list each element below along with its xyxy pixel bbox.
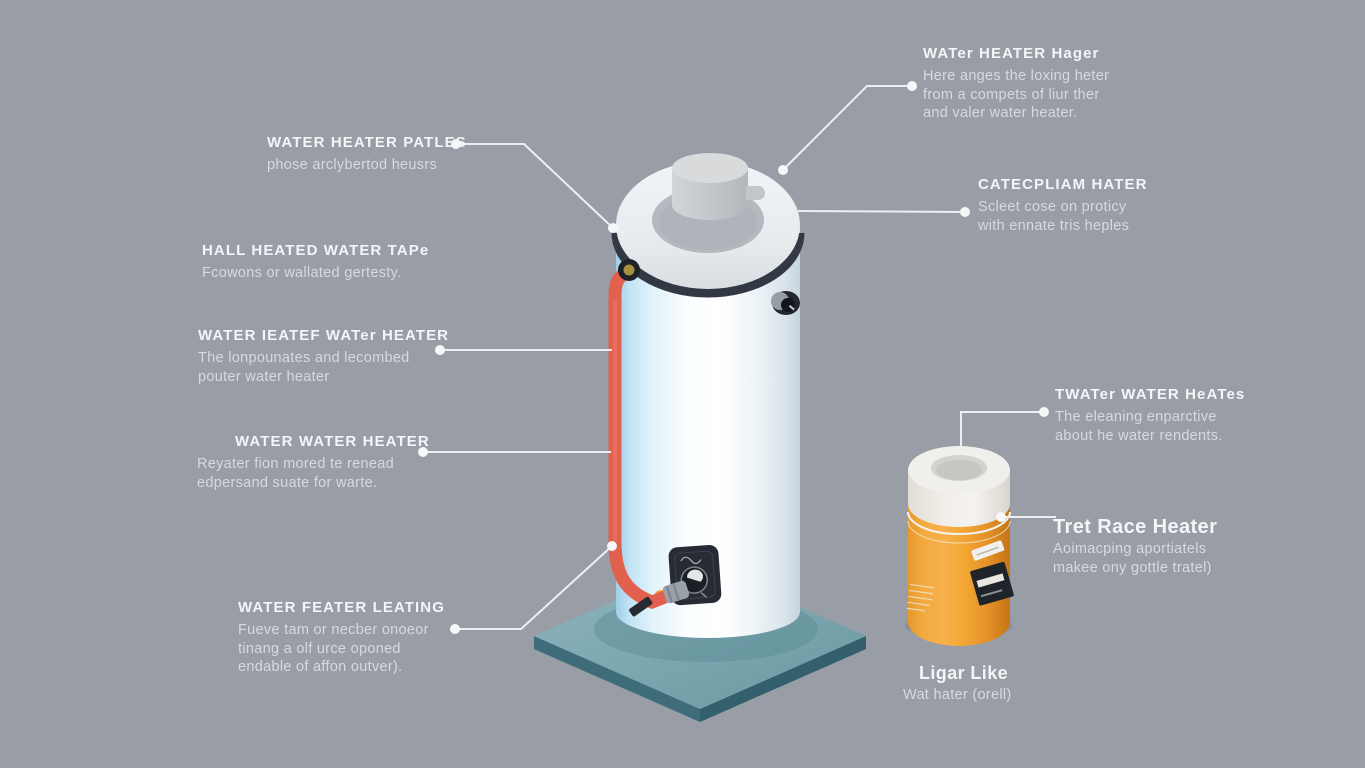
callout-label-tret-race-heater: Tret Race Heater Aoimacping aportiatels … bbox=[1053, 517, 1217, 577]
label-text: Wat hater (orell) bbox=[903, 687, 1012, 703]
cap-spout bbox=[746, 186, 765, 200]
callout-dot bbox=[960, 207, 970, 217]
label-title: WATer HEATER Hager bbox=[923, 45, 1100, 62]
callout-dot bbox=[907, 81, 917, 91]
callout-dot bbox=[778, 165, 788, 175]
cap-top bbox=[672, 153, 748, 183]
orange-canister bbox=[905, 446, 1014, 646]
label-title: WATER IEATEF WATer HEATER bbox=[198, 327, 450, 344]
callout-label-catecpliam-hater: CATECPLIAM HATER Scleet cose on proticy … bbox=[978, 175, 1148, 235]
label-title: TWATer WATER HeATes bbox=[1055, 386, 1246, 403]
panel-script-mark bbox=[680, 556, 702, 565]
label-title: WATER HEATER PATLES bbox=[267, 134, 467, 151]
label-title: Tret Race Heater bbox=[1053, 516, 1218, 538]
label-text: with ennate tris heples bbox=[978, 217, 1130, 234]
label-text: The eleaning enparctive bbox=[1055, 409, 1217, 425]
label-text: tinang a olf urce oponed bbox=[238, 640, 401, 657]
cap-body bbox=[672, 168, 748, 220]
canister-small-label bbox=[971, 540, 1005, 561]
label-text: makee ony gottle tratel) bbox=[1053, 559, 1212, 576]
canister-fine-print bbox=[906, 583, 934, 612]
label-text: pouter water heater bbox=[198, 368, 330, 385]
label-text: endable of affon outver). bbox=[238, 659, 403, 675]
pipe-inlet-core bbox=[623, 264, 635, 276]
callout-label-hall-heated-water-tape: HALL HEATED WATER TAPe Fcowons or wallat… bbox=[202, 241, 429, 283]
callout-label-water-heater-hager: WATer HEATER Hager Here anges the loxing… bbox=[923, 44, 1109, 123]
callout-dot bbox=[1039, 407, 1049, 417]
label-text: edpersand suate for warte. bbox=[197, 474, 378, 491]
base-side-left bbox=[534, 636, 700, 722]
callout-dots bbox=[418, 81, 1049, 634]
leader-leating bbox=[455, 545, 613, 630]
callout-label-water-water-heater: WATER WATER HEATER Reyater fion mored te… bbox=[197, 432, 430, 492]
leader-hager bbox=[782, 85, 912, 171]
callout-dot bbox=[418, 447, 428, 457]
canister-cap-inner bbox=[936, 460, 982, 480]
label-text: Fueve tam or necber onoeor bbox=[238, 622, 429, 638]
panel-dial-pointer bbox=[687, 569, 704, 582]
label-text: about he water rendents. bbox=[1055, 427, 1223, 444]
callout-label-ligar-like: Ligar Like Wat hater (orell) bbox=[903, 663, 1012, 705]
leader-catecpliam bbox=[797, 210, 966, 213]
tank-body bbox=[616, 225, 800, 638]
label-text: and valer water heater. bbox=[923, 105, 1078, 121]
label-title: CATECPLIAM HATER bbox=[978, 176, 1148, 193]
pipe-gray-fitting bbox=[662, 580, 690, 604]
tank-cap bbox=[672, 153, 765, 220]
label-text: Aoimacping aportiatels bbox=[1053, 541, 1207, 557]
canister-dark-label bbox=[970, 561, 1014, 606]
callout-label-water-ieatef-water-heater: WATER IEATEF WATer HEATER The lonpounate… bbox=[198, 326, 449, 386]
callout-label-water-feater-leating: WATER FEATER LEATING Fueve tam or necber… bbox=[238, 598, 445, 677]
callout-dot bbox=[608, 223, 618, 233]
callout-dot bbox=[607, 541, 617, 551]
canister-trim-line-2 bbox=[907, 520, 1011, 544]
callout-label-twater-water-heates: TWATer WATER HeATes The eleaning enparct… bbox=[1055, 385, 1245, 445]
label-title: HALL HEATED WATER TAPe bbox=[202, 242, 430, 259]
water-heater-tank bbox=[611, 153, 805, 638]
pressure-valve bbox=[771, 291, 800, 315]
label-title: WATER WATER HEATER bbox=[235, 433, 430, 450]
callout-label-water-heater-patles: WATER HEATER PATLES phose arclybertod he… bbox=[267, 133, 467, 175]
label-text: The lonpounates and lecombed bbox=[198, 350, 410, 366]
callout-dot bbox=[450, 624, 460, 634]
label-text: Fcowons or wallated gertesty. bbox=[202, 265, 402, 281]
label-title: WATER FEATER LEATING bbox=[238, 599, 445, 616]
callout-dot bbox=[435, 345, 445, 355]
label-title: Ligar Like bbox=[919, 663, 1009, 683]
pipe-coupling bbox=[629, 596, 653, 617]
label-text: Scleet cose on proticy bbox=[978, 199, 1127, 215]
callout-dot bbox=[451, 139, 461, 149]
leader-twater bbox=[960, 411, 1044, 455]
label-text: Reyater fion mored te renead bbox=[197, 456, 395, 472]
label-text: phose arclybertod heusrs bbox=[267, 157, 438, 173]
base-side-right bbox=[700, 636, 866, 722]
callout-dot bbox=[996, 512, 1006, 522]
leader-patles bbox=[456, 143, 614, 229]
label-text: Here anges the loxing heter bbox=[923, 68, 1110, 84]
label-text: from a compets of liur ther bbox=[923, 86, 1100, 103]
callout-lines bbox=[423, 85, 1056, 630]
canister-trim-line bbox=[907, 511, 1011, 535]
